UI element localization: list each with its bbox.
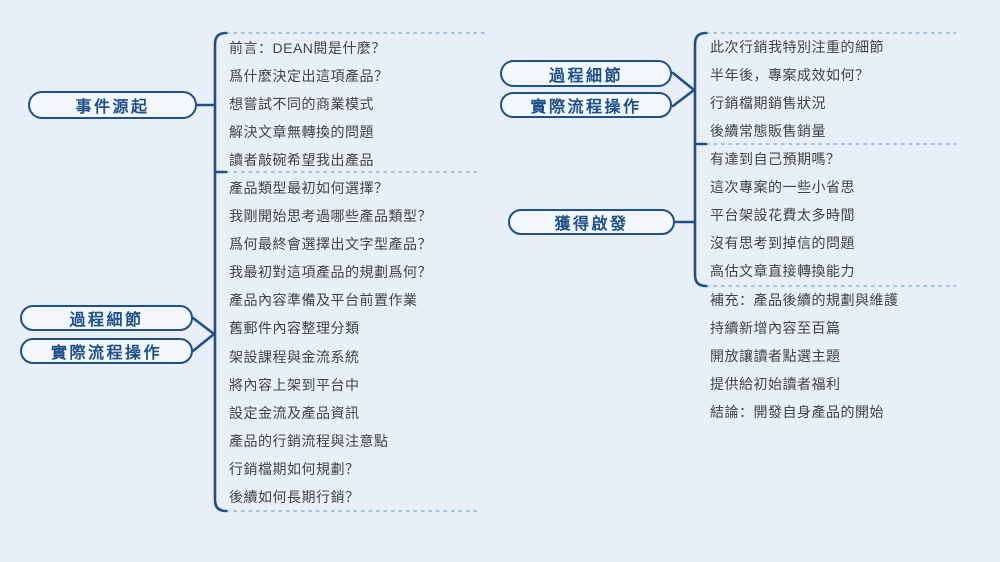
topic-item: 設定金流及產品資訊 [229,404,360,421]
conclusion-item-list: 補充：產品後續的規劃與維護 持續新增內容至百篇 開放讓讀者點選主題 提供給初始讀… [710,286,899,426]
right-spine [693,31,708,288]
topic-item: 舊郵件內容整理分類 [229,320,360,337]
topic-item: 讀者敲碗希望我出產品 [229,152,374,168]
node-inspiration: 獲得啟發 [508,209,675,235]
process-left-item-list: 產品類型最初如何選擇？ 我剛開始思考過哪些產品類型？ 爲何最終會選擇出文字型產品… [229,174,432,511]
topic-item: 此次行銷我特別注重的細節 [710,39,884,55]
node-left-process-detail: 過程細節 [20,305,193,331]
topic-item: 沒有思考到掉信的問題 [710,235,855,251]
topic-item: 解決文章無轉換的問題 [229,124,374,140]
topic-item: 提供給初始讀者福利 [710,376,841,392]
process-right-item-list: 此次行銷我特別注重的細節 半年後，專案成效如何？ 行銷檔期銷售狀況 後續常態販售… [710,33,884,145]
node-event-origin: 事件源起 [28,91,197,119]
topic-item: 架設課程與金流系統 [229,348,360,365]
origin-item-list: 前言：DEAN閱是什麼？ 爲什麼決定出這項產品？ 想嘗試不同的商業模式 解決文章… [229,34,389,174]
topic-item: 行銷檔期如何規劃？ [229,460,360,477]
topic-item: 後續常態販售銷量 [710,123,826,139]
topic-item: 產品的行銷流程與注意點 [229,432,389,449]
topic-item: 我剛開始思考過哪些產品類型？ [229,208,432,225]
topic-item: 產品類型最初如何選擇？ [229,180,389,196]
node-right-process-detail: 過程細節 [500,60,672,87]
left-spine [213,31,228,513]
node-left-actual-operation: 實際流程操作 [20,338,193,364]
topic-item: 前言：DEAN閱是什麼？ [229,40,386,56]
topic-item: 結論：開發自身產品的開始 [710,404,884,420]
topic-item: 補充：產品後續的規劃與維護 [710,292,899,308]
left-process-chevron-connector [191,316,217,353]
node-right-actual-operation: 實際流程操作 [500,92,672,118]
topic-item: 有達到自己預期嗎？ [710,151,841,167]
topic-item: 後續如何長期行銷？ [229,489,360,506]
topic-item: 半年後，專案成效如何？ [710,67,870,83]
topic-item: 想嘗試不同的商業模式 [229,96,374,112]
topic-item: 行銷檔期銷售狀況 [710,95,826,111]
topic-item: 這次專案的一些小省思 [710,179,855,195]
inspiration-item-list: 有達到自己預期嗎？ 這次專案的一些小省思 平台架設花費太多時間 沒有思考到掉信的… [710,145,855,285]
topic-item: 我最初對這項產品的規劃爲何？ [229,264,432,281]
topic-item: 開放讓讀者點選主題 [710,348,841,364]
topic-item: 將內容上架到平台中 [229,376,360,393]
topic-item: 爲什麼決定出這項產品？ [229,68,389,84]
topic-item: 爲何最終會選擇出文字型產品？ [229,236,432,253]
topic-item: 持續新增內容至百篇 [710,320,841,336]
topic-item: 高估文章直接轉換能力 [710,263,855,279]
topic-item: 產品內容準備及平台前置作業 [229,292,418,309]
right-process-chevron-connector [671,71,697,108]
topic-item: 平台架設花費太多時間 [710,207,855,223]
